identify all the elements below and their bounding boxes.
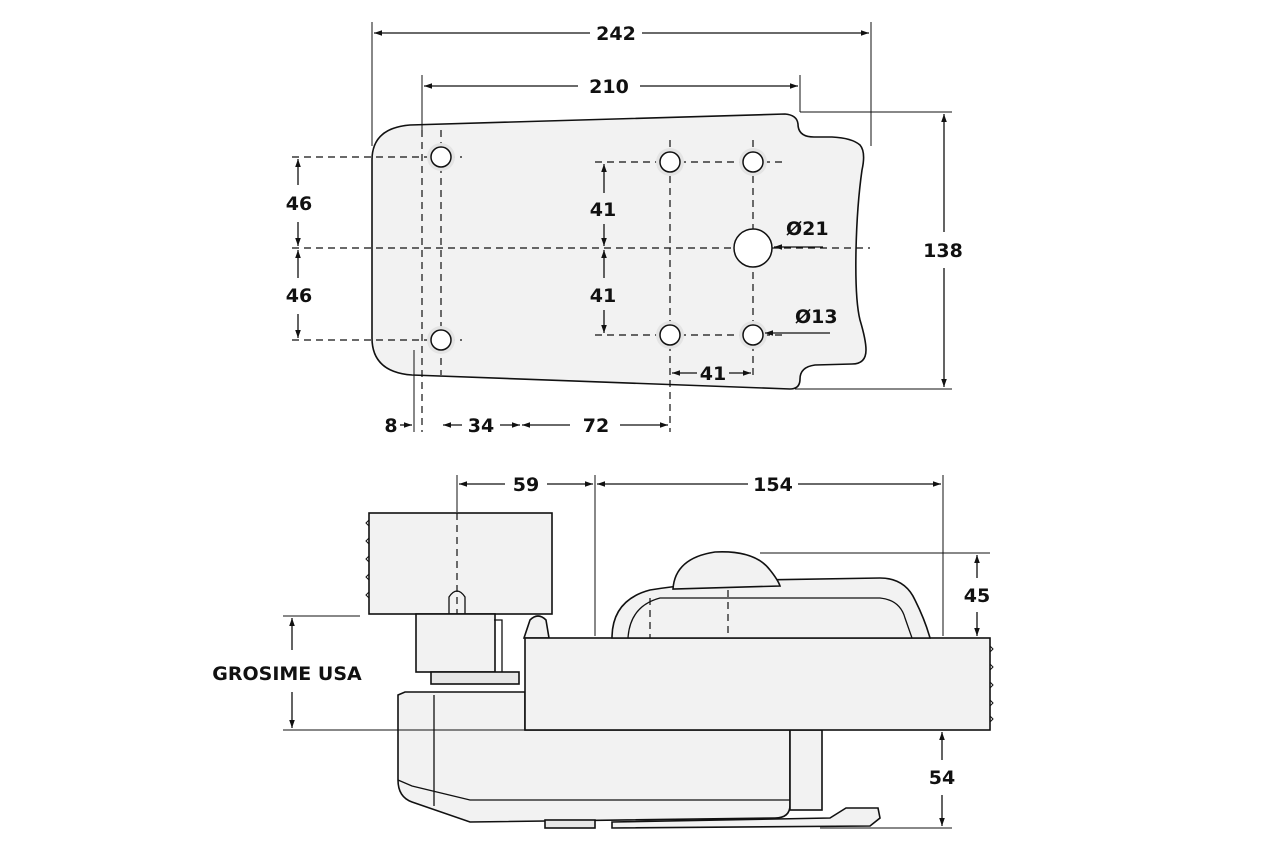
dim-hole-upper: 41 [590, 199, 616, 221]
dim-first-spacing: 34 [468, 415, 494, 437]
callout-small-hole: Ø13 [795, 306, 838, 328]
mounting-hole [742, 151, 764, 173]
dim-overall-height: 138 [923, 240, 963, 262]
mounting-hole [742, 324, 764, 346]
dim-handle-height: 45 [964, 585, 990, 607]
dim-right-width: 154 [753, 474, 793, 496]
mounting-hole [659, 324, 681, 346]
dim-hole-pitch: 41 [700, 363, 726, 385]
dim-left-width: 59 [513, 474, 539, 496]
dim-edge-offset: 8 [384, 415, 397, 437]
frame-block [368, 512, 553, 615]
side-view: 59 154 [212, 474, 994, 829]
brand-label: GROSIME USA [212, 663, 362, 685]
mounting-hole [430, 146, 452, 168]
handle-knob [672, 551, 782, 590]
mounting-hole [430, 329, 452, 351]
mounting-plate [371, 113, 867, 390]
dim-lower-offset: 46 [286, 285, 312, 307]
top-view: 242 210 138 46 46 41 41 [286, 22, 963, 437]
dim-overall-width: 242 [596, 23, 636, 45]
dim-second-spacing: 72 [583, 415, 609, 437]
mounting-hole [659, 151, 681, 173]
callout-large-hole: Ø21 [786, 218, 829, 240]
dim-hole-span: 210 [589, 76, 629, 98]
center-hole [733, 228, 773, 268]
dim-hole-lower: 41 [590, 285, 616, 307]
cabinet-wall [524, 637, 991, 731]
dim-upper-offset: 46 [286, 193, 312, 215]
dim-base-depth: 54 [929, 767, 955, 789]
strike-block [415, 613, 496, 673]
